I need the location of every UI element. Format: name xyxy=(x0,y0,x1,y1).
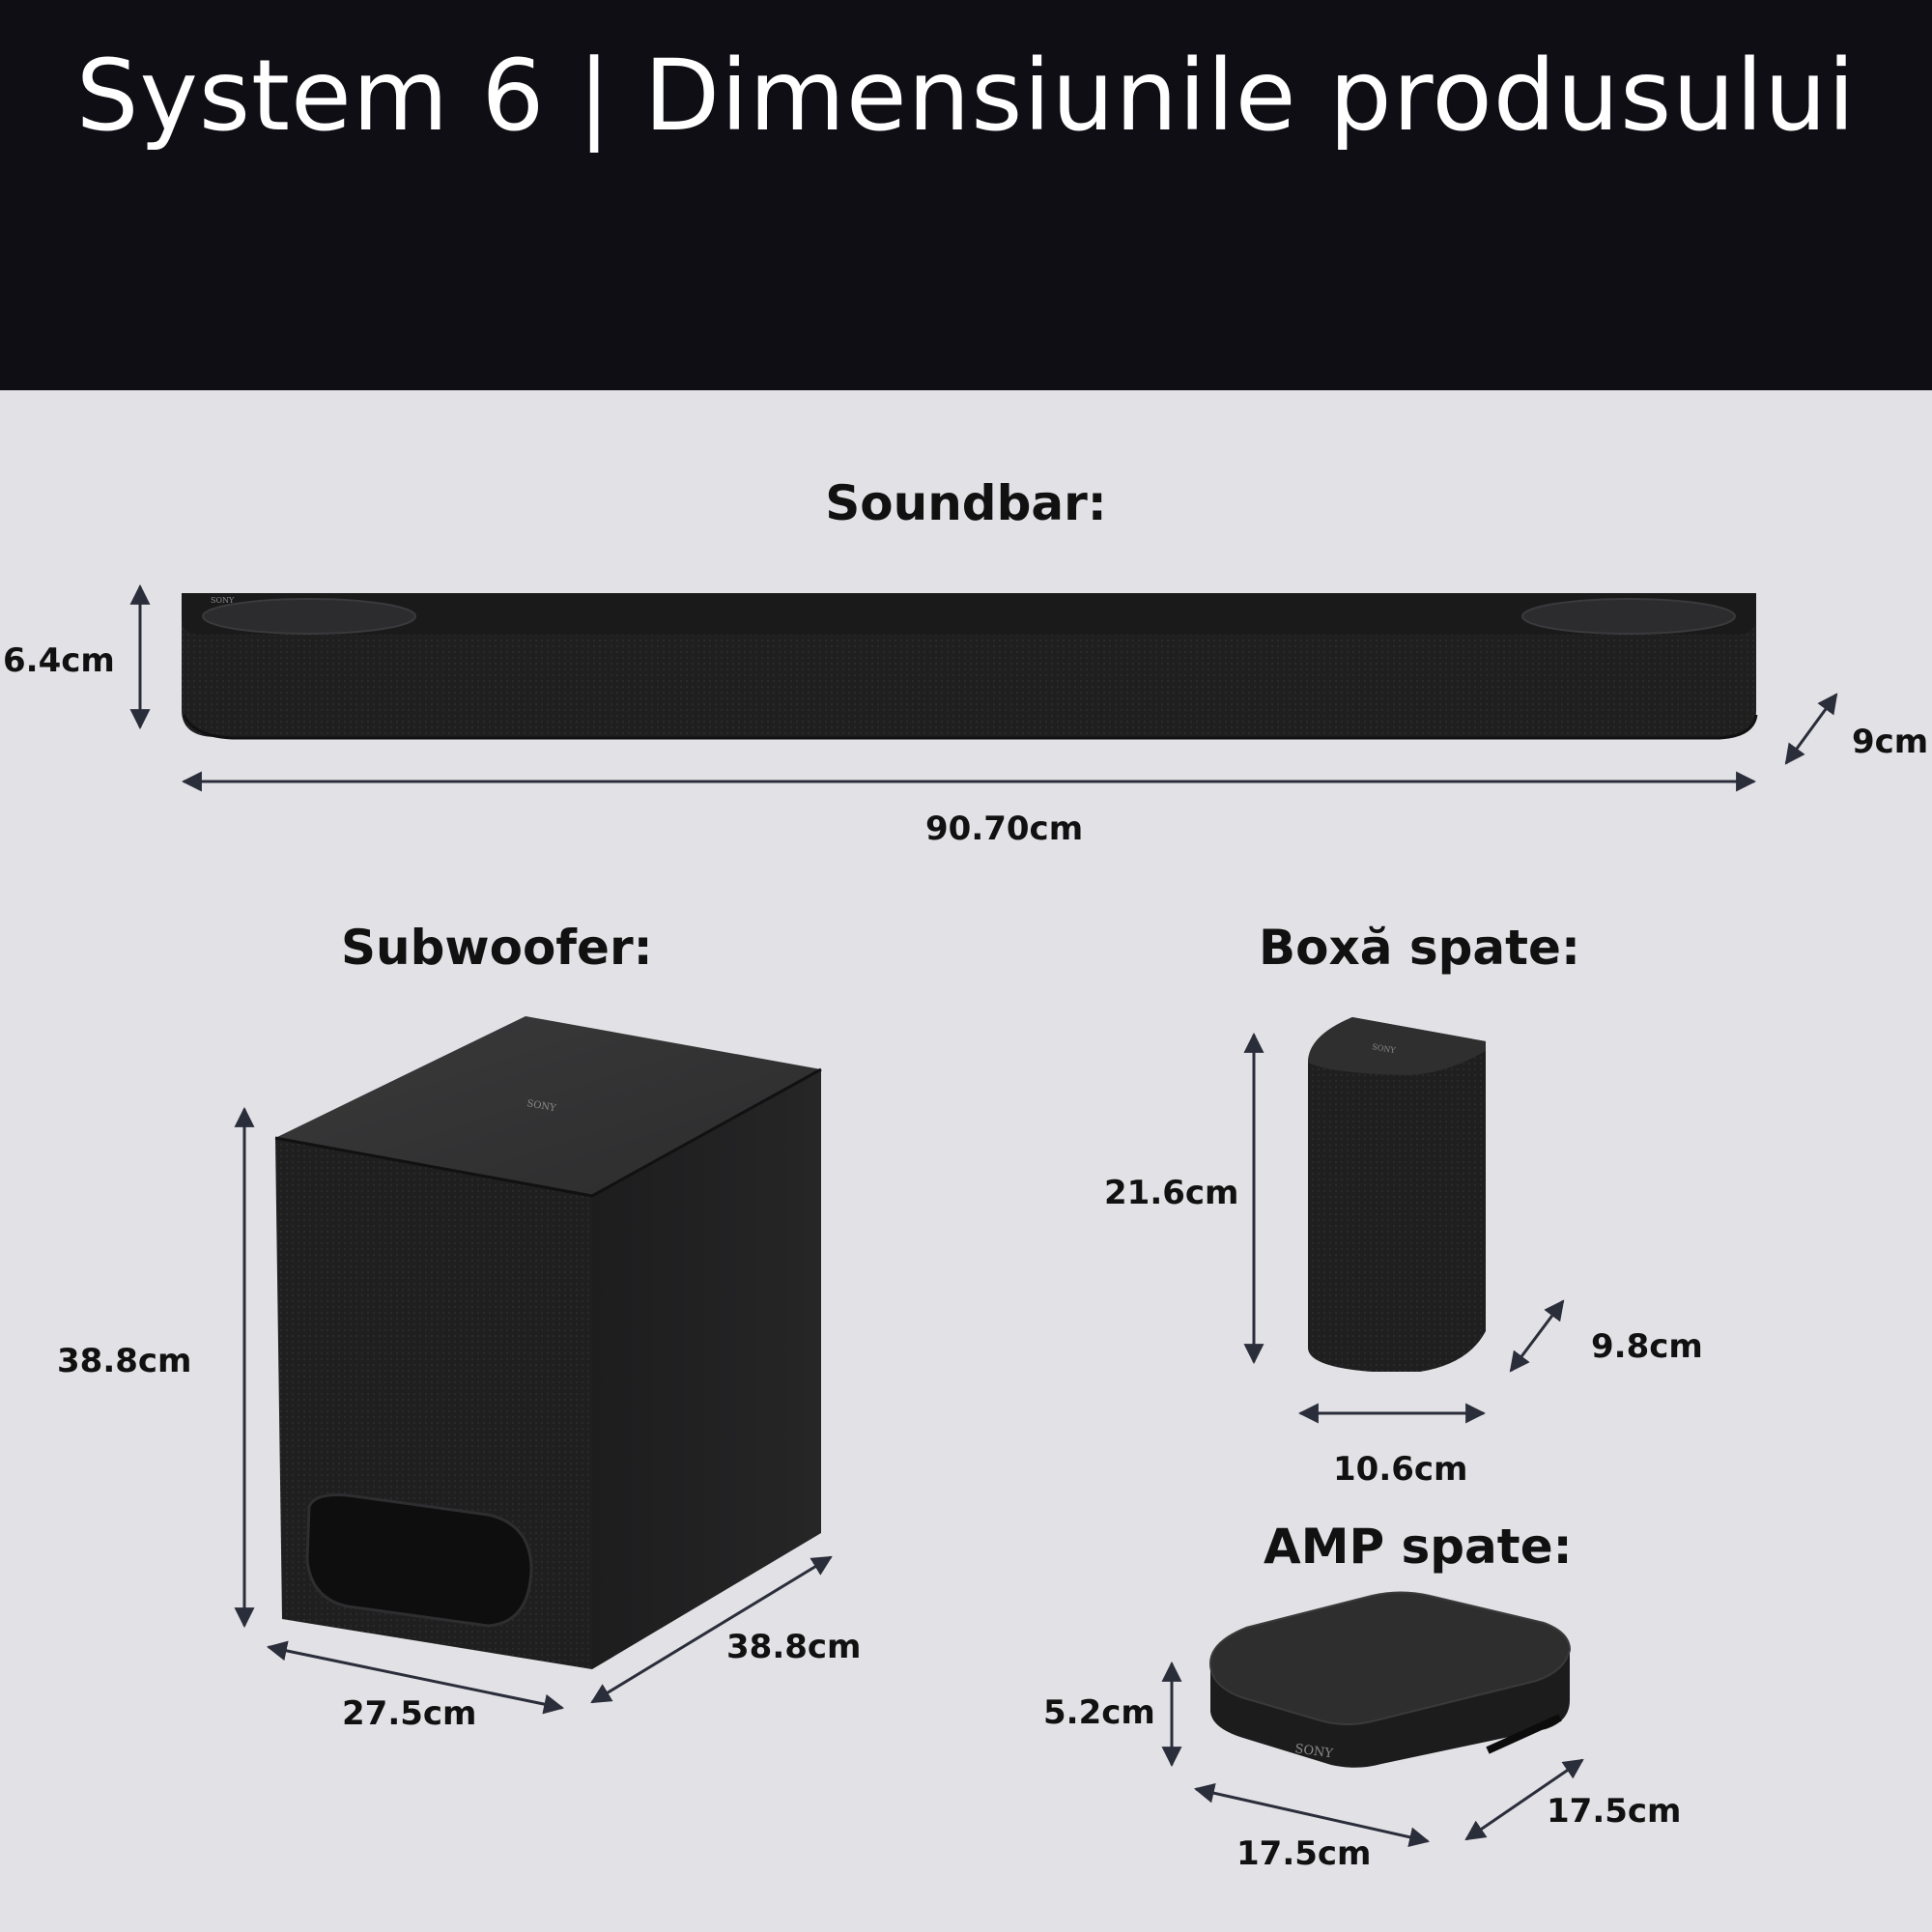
rear-amp-depth-label: 17.5cm xyxy=(1547,1792,1682,1831)
soundbar-depth-label: 9cm xyxy=(1852,723,1929,761)
soundbar-illustration xyxy=(182,593,1758,740)
rear-speaker-height-label: 21.6cm xyxy=(1104,1174,1239,1212)
rear-speaker-illustration xyxy=(1308,1017,1486,1372)
soundbar-depth-arrow xyxy=(1784,693,1838,765)
rear-amp-width-arrow xyxy=(1193,1782,1431,1848)
rear-speaker-depth-label: 9.8cm xyxy=(1591,1327,1703,1366)
rear-amp-width-label: 17.5cm xyxy=(1236,1834,1372,1873)
rear-amp-depth-arrow xyxy=(1464,1758,1584,1841)
header-banner: System 6 | Dimensiunile produsului xyxy=(0,0,1932,390)
subwoofer-depth-arrow xyxy=(590,1555,833,1704)
subwoofer-illustration xyxy=(274,1016,822,1669)
subwoofer-height-label: 38.8cm xyxy=(57,1342,192,1380)
rear-speaker-width-label: 10.6cm xyxy=(1333,1450,1468,1489)
rear-amp-height-label: 5.2cm xyxy=(1043,1693,1155,1732)
rear-amp-brand-mark: SONY xyxy=(1293,1742,1334,1761)
soundbar-height-label: 6.4cm xyxy=(3,641,115,680)
soundbar-brand-mark: SONY xyxy=(211,596,235,605)
rear-speaker-title: Boxă spate: xyxy=(1259,920,1580,976)
rear-amp-illustration xyxy=(1208,1591,1572,1768)
soundbar-width-label: 90.70cm xyxy=(925,810,1084,848)
rear-speaker-brand-mark: SONY xyxy=(1372,1042,1397,1055)
subwoofer-brand-mark: SONY xyxy=(526,1098,556,1114)
subwoofer-depth-label: 38.8cm xyxy=(726,1628,862,1666)
rear-amp-title: AMP spate: xyxy=(1264,1519,1573,1575)
subwoofer-title: Subwoofer: xyxy=(341,920,653,976)
page-title: System 6 | Dimensiunile produsului xyxy=(75,39,1857,154)
soundbar-title: Soundbar: xyxy=(825,475,1107,531)
subwoofer-width-arrow xyxy=(266,1640,565,1715)
subwoofer-width-label: 27.5cm xyxy=(342,1694,477,1733)
rear-speaker-depth-arrow xyxy=(1509,1299,1565,1373)
